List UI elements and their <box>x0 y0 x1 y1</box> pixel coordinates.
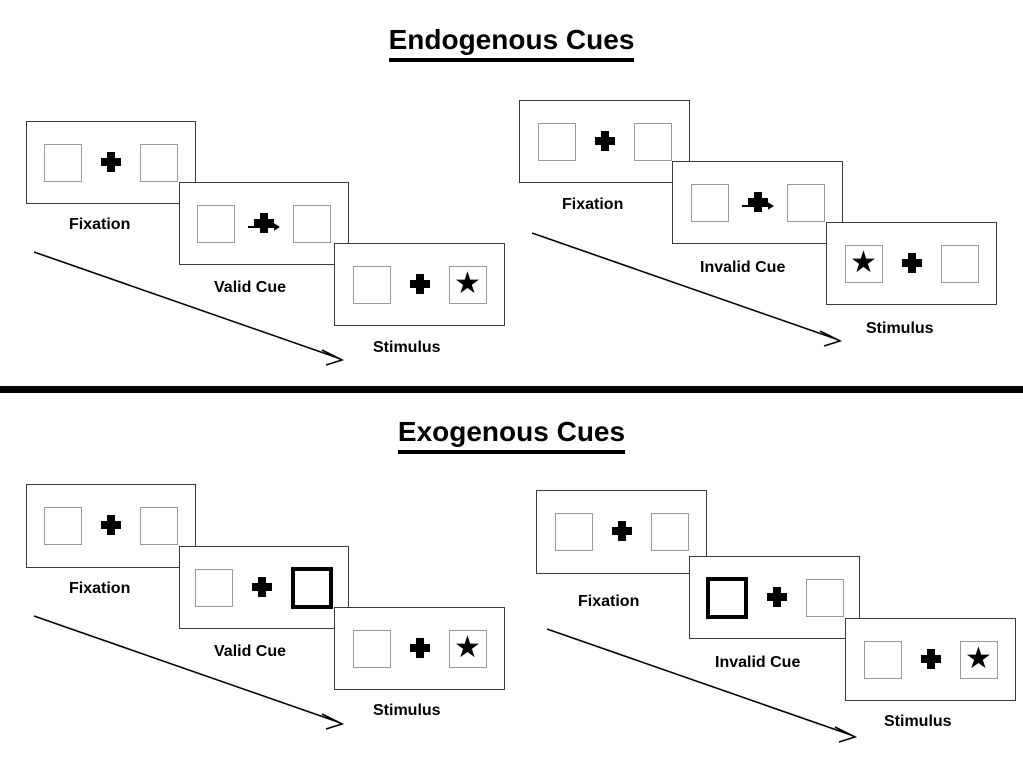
stage-label-endogenous-valid-cue: Valid Cue <box>214 279 287 296</box>
stage-label-exogenous-invalid-fixation: Fixation <box>578 593 640 610</box>
stage-label-endogenous-valid-fixation: Fixation <box>69 216 131 233</box>
slot-right <box>140 507 178 545</box>
panel-exogenous-invalid-fixation <box>536 490 707 574</box>
slot-left <box>690 183 729 222</box>
arrow-right-cue-icon <box>248 222 280 231</box>
fixation-cross-icon <box>899 251 925 277</box>
slot-right <box>633 122 672 161</box>
fixation-cross-icon <box>407 272 433 298</box>
slot-left <box>44 143 82 182</box>
section-title-endogenous: Endogenous Cues <box>0 24 1023 62</box>
section-title-exogenous-text: Exogenous Cues <box>397 416 626 454</box>
panel-exogenous-valid-fixation <box>26 484 196 568</box>
slot-right <box>650 513 689 551</box>
sequence-arrow-endogenous-invalid <box>531 232 843 347</box>
slot-left <box>197 204 235 243</box>
fixation-cross-icon <box>407 636 433 662</box>
stage-label-endogenous-invalid-fixation: Fixation <box>562 196 624 213</box>
fixation-cross-icon <box>98 150 124 176</box>
slot-right: ★ <box>448 265 487 304</box>
panel-endogenous-valid-stimulus: ★ <box>334 243 505 326</box>
slot-right: ★ <box>959 640 998 679</box>
panel-exogenous-valid-stimulus: ★ <box>334 607 505 690</box>
panel-endogenous-invalid-fixation <box>519 100 690 183</box>
slot-left <box>537 122 576 161</box>
slot-right-cued <box>291 566 333 609</box>
panel-endogenous-invalid-cue <box>672 161 843 244</box>
arrow-right-cue-icon <box>741 201 774 210</box>
slot-left <box>554 513 593 551</box>
sequence-arrow-exogenous-invalid <box>546 628 858 743</box>
slot-left <box>863 640 902 679</box>
slot-left <box>352 265 391 304</box>
slot-left-cued <box>705 576 748 619</box>
star-target-icon: ★ <box>850 245 877 279</box>
fixation-cross-icon <box>248 211 280 237</box>
section-divider <box>0 386 1023 393</box>
slot-right: ★ <box>448 629 487 668</box>
slot-left <box>44 507 82 545</box>
panel-endogenous-invalid-stimulus: ★ <box>826 222 997 305</box>
stage-label-exogenous-valid-cue: Valid Cue <box>214 643 287 660</box>
slot-left <box>195 568 233 607</box>
slot-right <box>140 143 178 182</box>
slot-left: ★ <box>844 244 883 283</box>
section-title-exogenous: Exogenous Cues <box>0 416 1023 454</box>
star-target-icon: ★ <box>454 266 481 300</box>
stage-label-exogenous-valid-stimulus: Stimulus <box>373 702 441 719</box>
star-target-icon: ★ <box>454 630 481 664</box>
panel-exogenous-invalid-stimulus: ★ <box>845 618 1016 701</box>
panel-exogenous-valid-cue <box>179 546 349 629</box>
slot-right <box>940 244 979 283</box>
stage-label-endogenous-invalid-stimulus: Stimulus <box>866 320 934 337</box>
slot-right <box>293 204 331 243</box>
fixation-cross-icon <box>592 129 618 155</box>
panel-exogenous-invalid-cue <box>689 556 860 639</box>
stage-label-endogenous-invalid-cue: Invalid Cue <box>700 259 786 276</box>
fixation-cross-icon <box>764 585 790 611</box>
fixation-cross-icon <box>918 647 944 673</box>
section-title-endogenous-text: Endogenous Cues <box>388 24 635 62</box>
panel-endogenous-valid-cue <box>179 182 349 265</box>
slot-left <box>352 629 391 668</box>
fixation-cross-icon <box>741 190 774 216</box>
fixation-cross-icon <box>98 513 124 539</box>
slot-right <box>786 183 825 222</box>
star-target-icon: ★ <box>965 641 992 675</box>
stage-label-exogenous-invalid-cue: Invalid Cue <box>715 654 801 671</box>
panel-endogenous-valid-fixation <box>26 121 196 204</box>
fixation-cross-icon <box>249 575 275 601</box>
fixation-cross-icon <box>609 519 635 545</box>
stage-label-endogenous-valid-stimulus: Stimulus <box>373 339 441 356</box>
slot-right <box>805 578 844 617</box>
stage-label-exogenous-invalid-stimulus: Stimulus <box>884 713 952 730</box>
stage-label-exogenous-valid-fixation: Fixation <box>69 580 131 597</box>
